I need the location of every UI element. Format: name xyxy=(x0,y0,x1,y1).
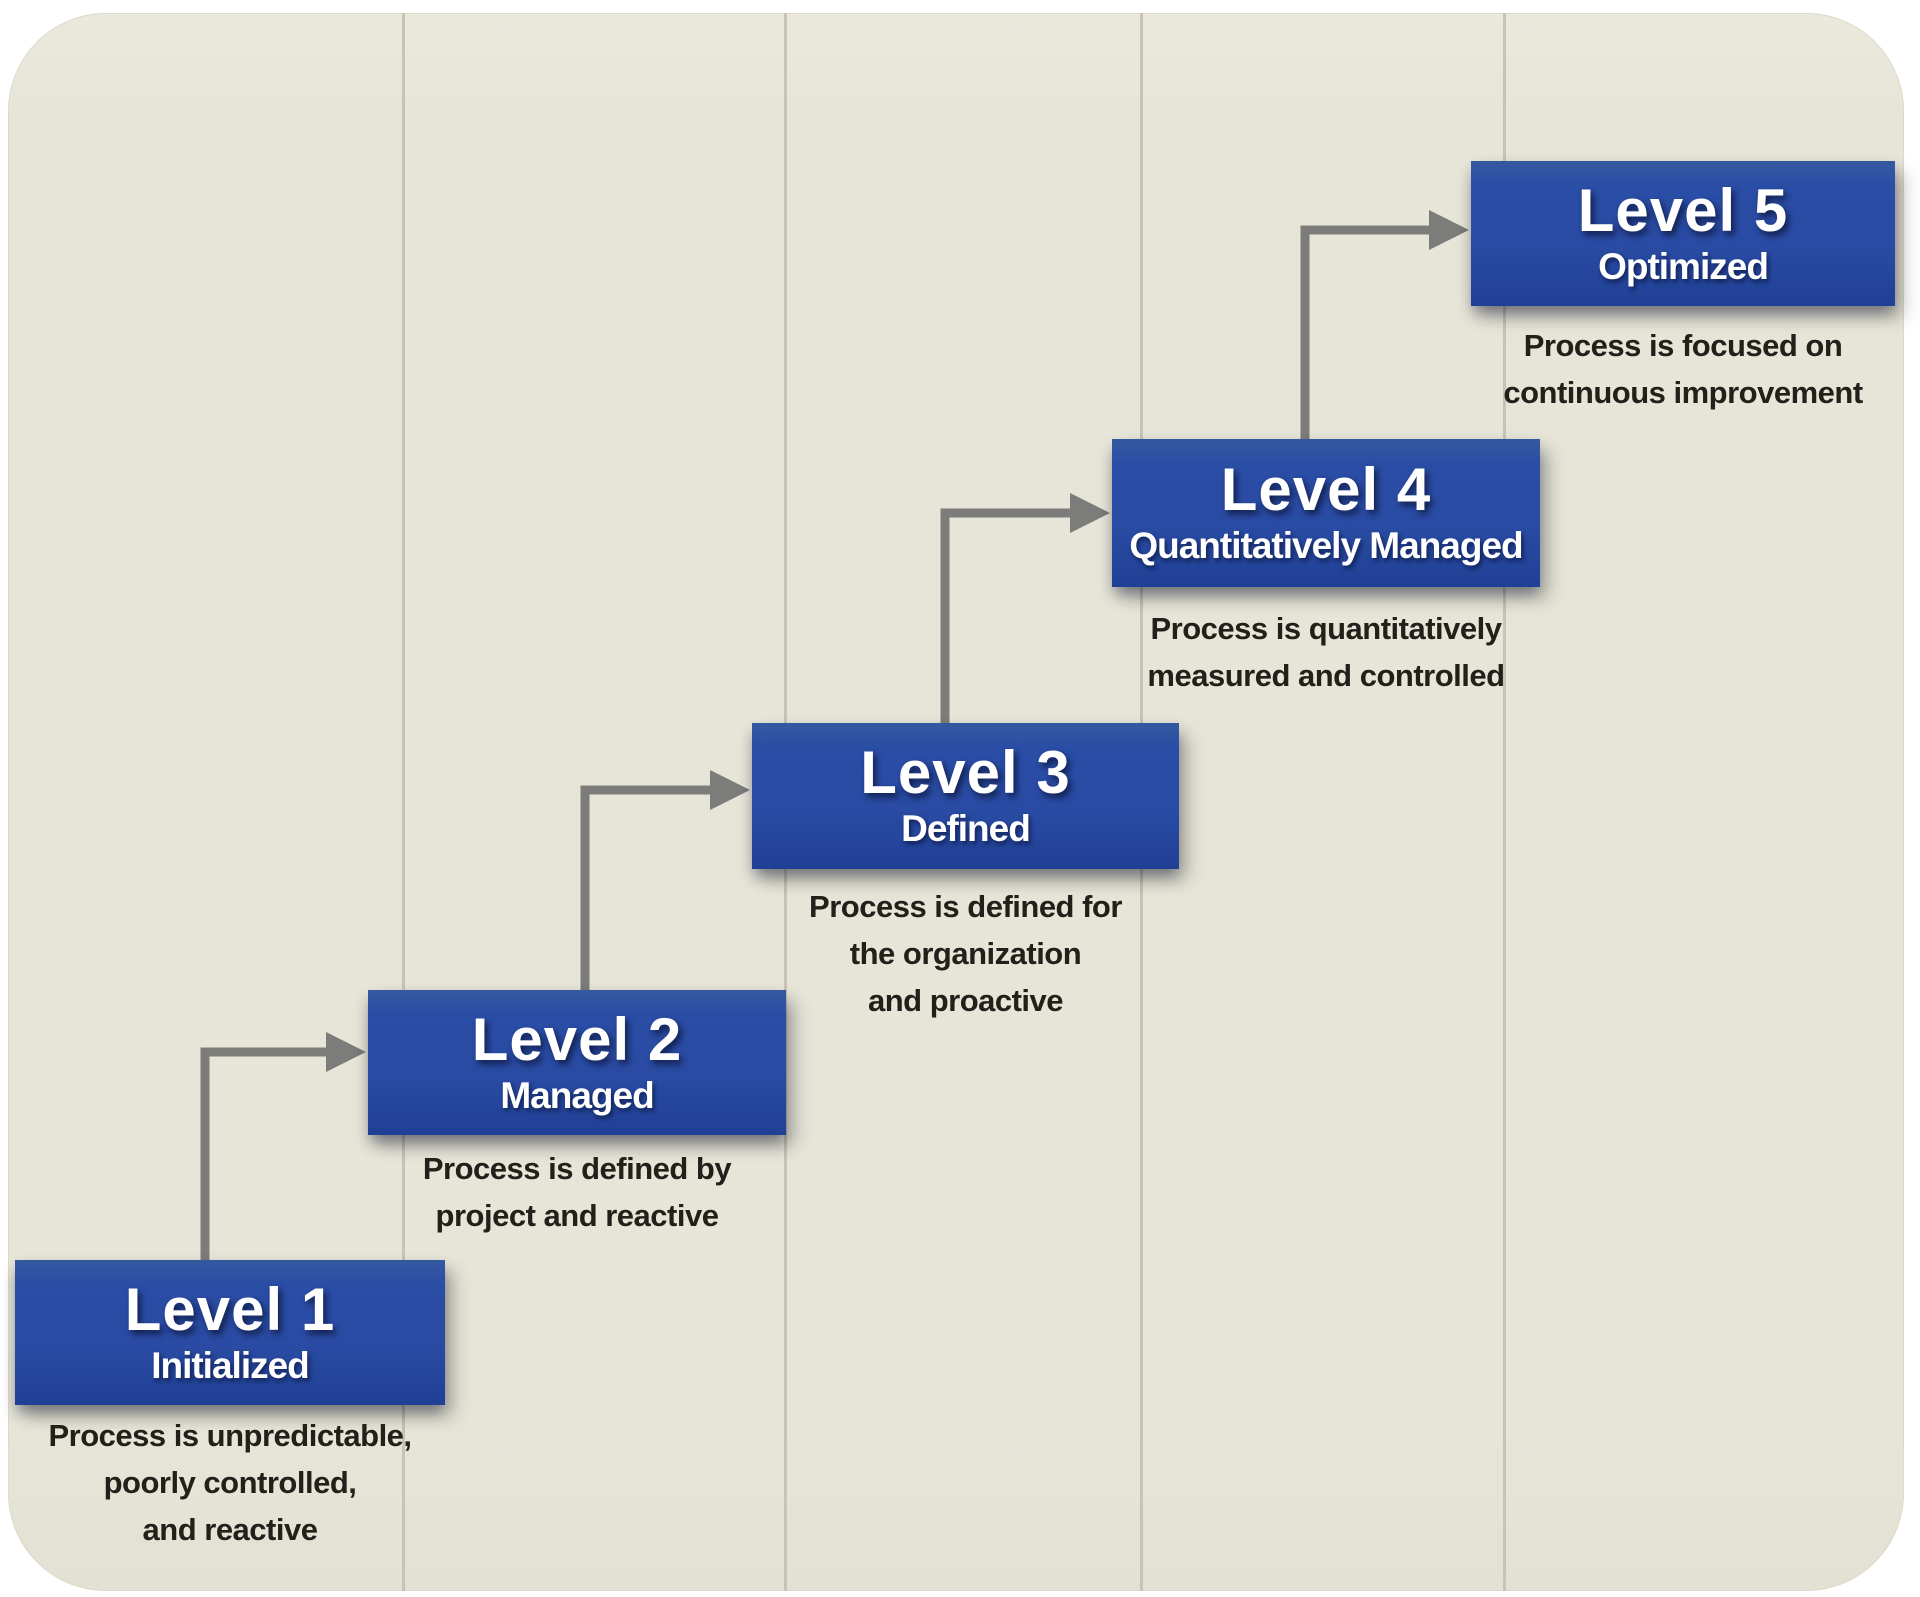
level-1-box: Level 1 Initialized xyxy=(15,1260,445,1405)
level-3-box: Level 3 Defined xyxy=(752,723,1179,869)
level-3-title: Level 3 xyxy=(860,739,1071,806)
level-5-title: Level 5 xyxy=(1577,176,1789,244)
column-divider-1 xyxy=(402,13,405,1591)
level-2-description: Process is defined by project and reacti… xyxy=(422,1151,732,1233)
level-4-description: Process is quantitatively measured and c… xyxy=(1147,611,1505,693)
level-1-subtitle: Initialized xyxy=(151,1344,310,1386)
level-4-title: Level 4 xyxy=(1220,456,1432,523)
column-divider-4 xyxy=(1503,13,1506,1591)
level-4-box: Level 4 Quantitatively Managed xyxy=(1112,439,1540,587)
level-1-description: Process is unpredictable, poorly control… xyxy=(48,1418,412,1547)
level-4-subtitle: Quantitatively Managed xyxy=(1129,525,1523,566)
level-2-title: Level 2 xyxy=(471,1005,683,1073)
level-5-subtitle: Optimized xyxy=(1598,245,1769,287)
level-5-description: Process is focused on continuous improve… xyxy=(1503,328,1863,410)
level-3-description: Process is defined for the organization … xyxy=(809,889,1122,1018)
level-5-box: Level 5 Optimized xyxy=(1471,161,1895,306)
level-2-subtitle: Managed xyxy=(500,1074,654,1116)
level-3-subtitle: Defined xyxy=(901,808,1031,849)
level-2-box: Level 2 Managed xyxy=(368,990,786,1135)
level-1-title: Level 1 xyxy=(124,1275,336,1343)
